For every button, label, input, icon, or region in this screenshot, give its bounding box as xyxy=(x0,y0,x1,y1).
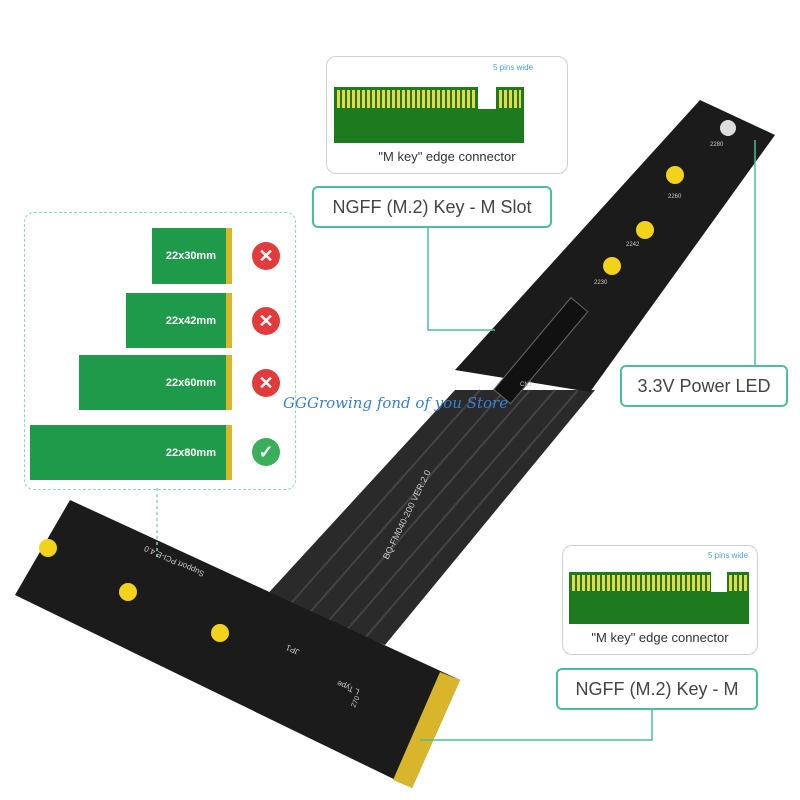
unsupported-icon: ✕ xyxy=(252,307,280,335)
card-22x30: 22x30mm xyxy=(152,228,232,284)
supported-sizes-panel xyxy=(24,212,296,490)
supported-check-icon: ✓ xyxy=(252,438,280,466)
bottom-gold-fingers xyxy=(393,672,460,788)
top-connector-panel: 5 pins wide "M key" edge connector xyxy=(326,56,568,174)
m2-slot xyxy=(493,296,589,405)
pins-note: 5 pins wide xyxy=(708,551,749,560)
standoff-b2242 xyxy=(211,624,229,642)
board-angle: 270 xyxy=(350,695,361,709)
unsupported-icon: ✕ xyxy=(252,369,280,397)
callout-line-key xyxy=(420,708,653,741)
connector-pins-5 xyxy=(499,90,521,108)
m-key-notch xyxy=(711,572,727,592)
standoff-2260 xyxy=(666,166,684,184)
bottom-connector-panel: 5 pins wide "M key" edge connector xyxy=(562,545,758,655)
connector-pins-5 xyxy=(729,575,747,591)
top-board xyxy=(455,100,775,392)
connector-caption: "M key" edge connector xyxy=(591,630,729,645)
standoff-2230 xyxy=(603,257,621,275)
standoff-2280 xyxy=(720,120,736,136)
connector-caption: "M key" edge connector xyxy=(378,149,516,164)
board-2230: 2230 xyxy=(594,280,608,286)
standoff-2242 xyxy=(636,221,654,239)
label-m-slot: NGFF (M.2) Key - M Slot xyxy=(312,186,552,228)
card-22x42: 22x42mm xyxy=(126,293,232,348)
pins-note: 5 pins wide xyxy=(493,63,534,72)
bottom-board xyxy=(15,500,460,788)
card-22x60: 22x60mm xyxy=(79,355,232,410)
connector-pins xyxy=(337,90,477,108)
m-key-notch xyxy=(478,87,496,109)
label-key-m: NGFF (M.2) Key - M xyxy=(556,668,758,710)
board-2242: 2242 xyxy=(626,242,640,248)
cable-lines xyxy=(284,389,579,639)
ribbon-cable xyxy=(262,390,595,645)
callout-line-slot xyxy=(427,226,495,331)
card-22x80: 22x80mm xyxy=(30,425,232,480)
store-watermark: GGGrowing fond of you Store xyxy=(283,394,509,412)
board-2260: 2260 xyxy=(668,194,682,200)
label-power-led: 3.3V Power LED xyxy=(620,365,788,407)
connector-pins xyxy=(572,575,710,591)
board-cn1: CN1 xyxy=(520,382,533,388)
unsupported-icon: ✕ xyxy=(252,242,280,270)
board-2280: 2280 xyxy=(710,142,724,148)
standoff-b2260 xyxy=(119,583,137,601)
standoff-b2280 xyxy=(39,539,57,557)
